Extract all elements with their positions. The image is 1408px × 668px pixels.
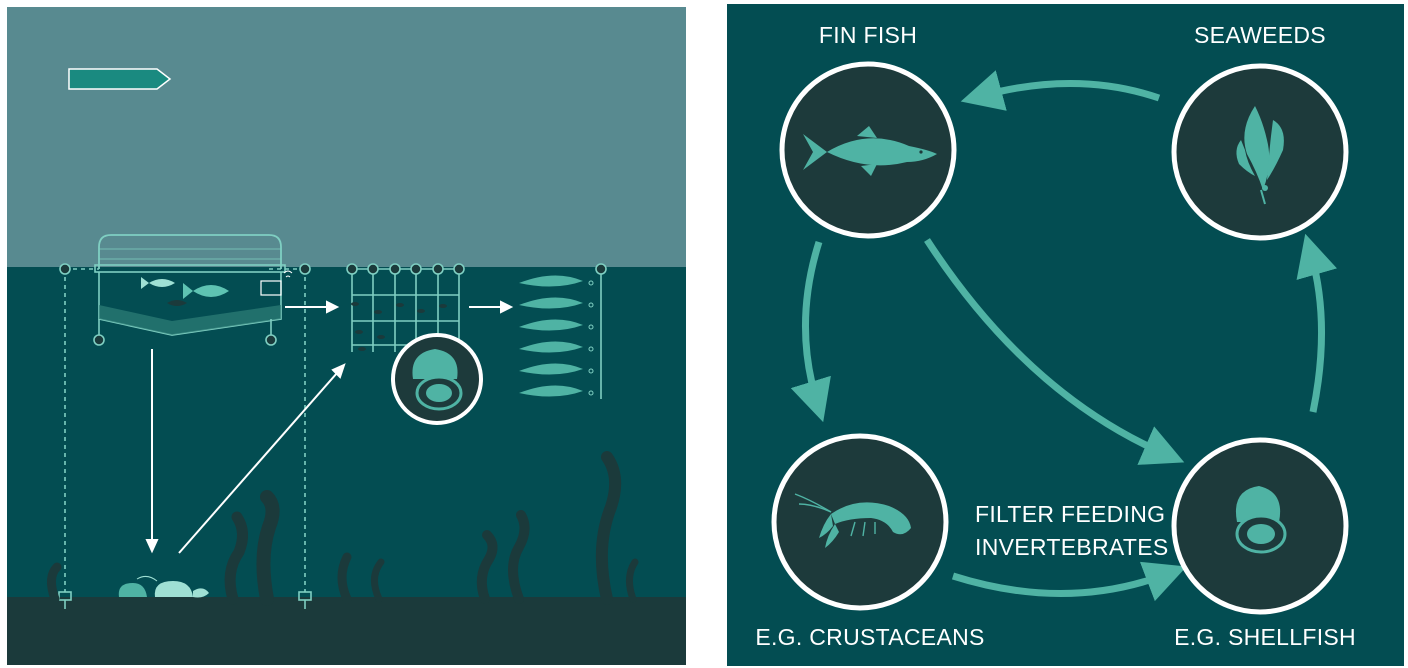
sky [7,7,686,267]
crustaceans-circle [774,436,946,608]
finfish-label: FIN FISH [778,22,958,49]
imta-cycle-panel: FIN FISH SEAWEEDS E.G. CRUSTACEANS E.G. … [727,4,1404,666]
seabed [7,597,686,665]
shellfish-label: E.G. SHELLFISH [1160,624,1370,651]
arrow-finfish-to-shellfish [927,240,1165,454]
arrow-shellfish-to-seaweeds [1311,254,1322,412]
arrow-finfish-to-crustaceans [805,242,819,402]
seaweeds-label: SEAWEEDS [1170,22,1350,49]
filter-feeding-label-line2: INVERTEBRATES [975,534,1155,561]
shellfish-badge-icon [393,335,481,423]
arrow-crustaceans-to-shellfish [953,574,1167,594]
imta-cycle-diagram [727,4,1404,666]
imta-scene [7,7,686,665]
filter-feeding-label-line1: FILTER FEEDING [975,501,1155,528]
current-direction-arrow-icon [69,69,170,89]
crustaceans-label: E.G. CRUSTACEANS [745,624,995,651]
arrow-seaweeds-to-finfish [981,83,1159,98]
imta-scene-panel [7,7,686,665]
